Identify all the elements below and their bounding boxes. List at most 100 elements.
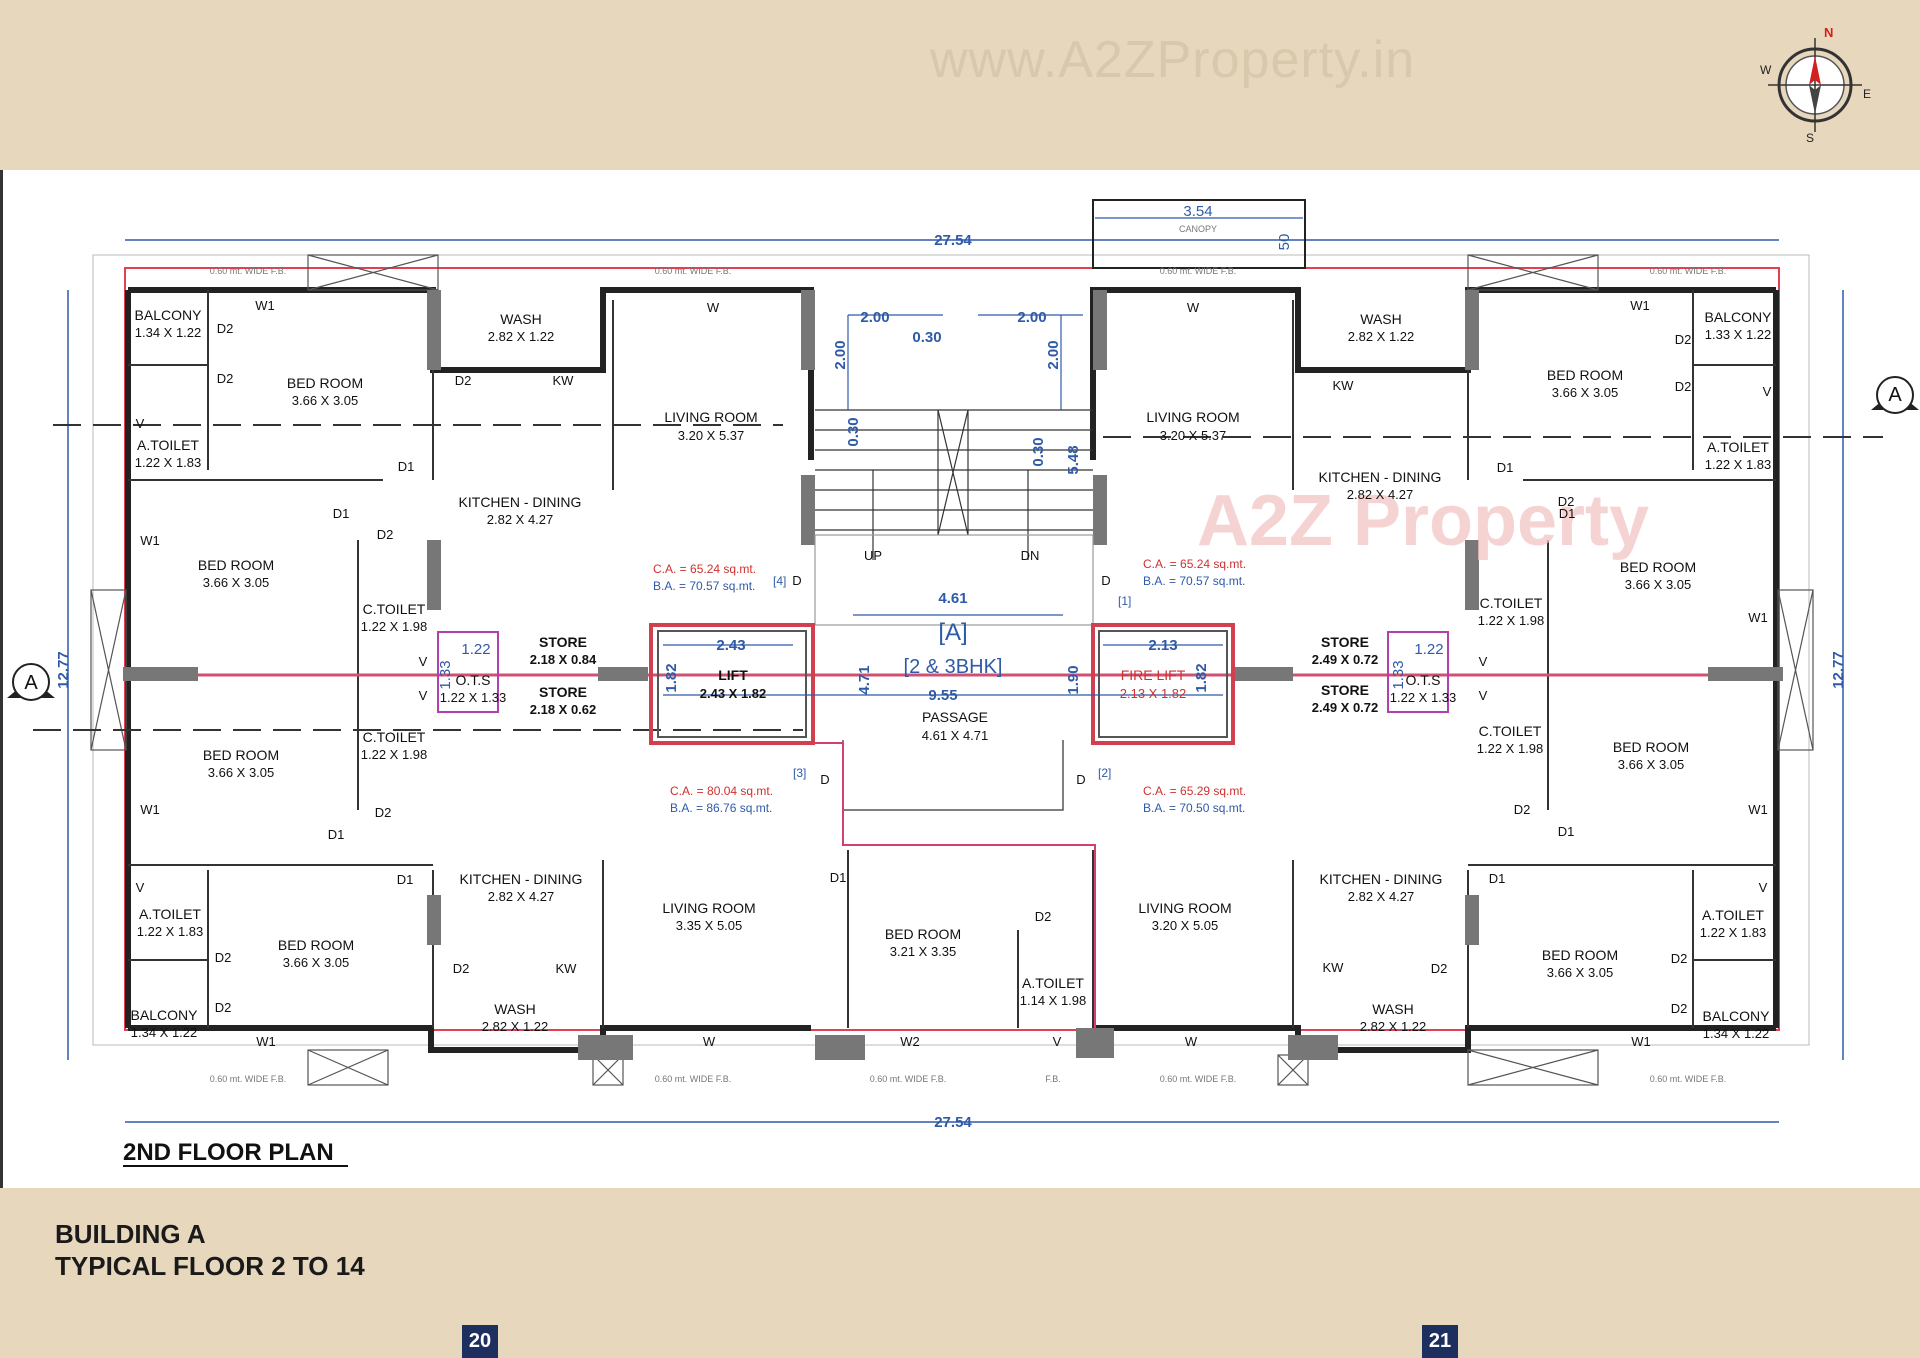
fb-label: 0.60 mt. WIDE F.B. [655, 266, 732, 276]
room-name: O.T.S [1405, 672, 1440, 688]
door-window-mark: V [1053, 1034, 1062, 1049]
door-window-mark: D2 [1035, 909, 1052, 924]
dim-ots-h-left: 1.33 [437, 660, 454, 689]
door-window-mark: W [1187, 300, 1200, 315]
room-size: 3.66 X 3.05 [292, 393, 359, 408]
room-name: KITCHEN - DINING [1320, 871, 1443, 887]
room-size: 2.82 X 1.22 [488, 329, 555, 344]
door-window-mark: D1 [398, 459, 415, 474]
room-size: 1.34 X 1.22 [1703, 1026, 1770, 1041]
room-size: 1.34 X 1.22 [131, 1025, 198, 1040]
room-size: 2.18 X 0.84 [530, 652, 597, 667]
room-size: 3.35 X 5.05 [676, 918, 743, 933]
door-window-mark: D2 [1675, 379, 1692, 394]
room-size: 2.49 X 0.72 [1312, 700, 1379, 715]
room-name: BALCONY [1703, 1008, 1771, 1024]
flat-tag: [3] [793, 766, 806, 780]
door-window-mark: V [136, 416, 145, 431]
flat-area-2: C.A. = 65.29 sq.mt. B.A. = 70.50 sq.mt. … [1098, 766, 1246, 815]
room-name: STORE [539, 684, 587, 700]
room-size: 1.14 X 1.98 [1020, 993, 1087, 1008]
floor-range: TYPICAL FLOOR 2 TO 14 [55, 1251, 365, 1281]
room-size: 2.82 X 1.22 [482, 1019, 549, 1034]
room-size: 3.66 X 3.05 [1552, 385, 1619, 400]
room-size: 1.22 X 1.98 [361, 619, 428, 634]
dim-passage-height: 4.71 [856, 665, 873, 694]
fire-lift-size: 2.13 X 1.82 [1120, 686, 1187, 701]
section-marker-left: A [7, 663, 55, 701]
stair-up-label: UP [864, 548, 882, 563]
room-size: 1.22 X 1.83 [137, 924, 204, 939]
flat-ba: B.A. = 70.57 sq.mt. [1143, 574, 1245, 588]
logo-watermark: A2Z Property [1197, 481, 1649, 561]
door-window-mark: D1 [1497, 460, 1514, 475]
room-name: BED ROOM [885, 926, 961, 942]
dim-overall-left: 12.77 [55, 651, 72, 689]
room-name: C.TOILET [1479, 723, 1542, 739]
door-window-mark: D [792, 573, 801, 588]
passage-size: 4.61 X 4.71 [922, 728, 989, 743]
walls [125, 287, 1779, 1053]
dim-fire-lift-width: 2.13 [1148, 637, 1177, 654]
room-name: BED ROOM [278, 937, 354, 953]
dim-stair-gap: 0.30 [912, 329, 941, 346]
lift-shaft [649, 623, 815, 745]
door-window-marks: W1 D2 D2 V D1 D2 KW W D1 D2 W1 V V D W1 … [136, 298, 1772, 1049]
dim-ots-h-right: 1.33 [1390, 660, 1407, 689]
dim-canopy: 3.54 [1183, 203, 1212, 220]
dim-overall-bottom: 27.54 [934, 1114, 972, 1131]
door-window-mark: D1 [333, 506, 350, 521]
door-window-mark: D2 [375, 805, 392, 820]
flat-ba: B.A. = 86.76 sq.mt. [670, 801, 772, 815]
door-window-mark: V [1763, 384, 1772, 399]
header-band: www.A2ZProperty.in N S E W [0, 0, 1920, 170]
door-window-mark: D2 [215, 950, 232, 965]
room-name: STORE [1321, 682, 1369, 698]
fb-short-label: F.B. [1045, 1074, 1061, 1084]
room-name: BED ROOM [1620, 559, 1696, 575]
room-size: 2.82 X 4.27 [1348, 889, 1415, 904]
room-size: 3.20 X 5.05 [1152, 918, 1219, 933]
dim-stair-h2: 2.00 [1045, 340, 1062, 369]
website-watermark: www.A2ZProperty.in [930, 31, 1416, 89]
lift-name: LIFT [718, 667, 748, 683]
door-window-mark: D1 [397, 872, 414, 887]
building-name: BUILDING A [55, 1219, 206, 1249]
room-name: WASH [494, 1001, 535, 1017]
door-window-mark: V [1759, 880, 1768, 895]
room-name: KITCHEN - DINING [459, 494, 582, 510]
door-window-mark: D2 [1671, 1001, 1688, 1016]
room-size: 3.66 X 3.05 [1618, 757, 1685, 772]
room-size: 1.33 X 1.22 [1705, 327, 1772, 342]
room-name: WASH [1372, 1001, 1413, 1017]
flat-ca: C.A. = 80.04 sq.mt. [670, 784, 773, 798]
dim-lobby-height: 1.90 [1065, 665, 1082, 694]
flat-ba: B.A. = 70.50 sq.mt. [1143, 801, 1245, 815]
door-window-mark: D1 [1559, 506, 1576, 521]
flat-area-1: C.A. = 65.24 sq.mt. B.A. = 70.57 sq.mt. … [1118, 557, 1246, 608]
room-size: 1.22 X 1.98 [1477, 741, 1544, 756]
page-number-right: 21 [1422, 1325, 1458, 1358]
door-window-mark: KW [1333, 378, 1355, 393]
flat-area-4: C.A. = 65.24 sq.mt. B.A. = 70.57 sq.mt. … [653, 562, 786, 593]
room-size: 1.22 X 1.83 [1700, 925, 1767, 940]
room-name: BALCONY [131, 1007, 199, 1023]
room-name: BALCONY [1705, 309, 1773, 325]
room-size: 3.66 X 3.05 [203, 575, 270, 590]
door-window-mark: V [1479, 688, 1488, 703]
building-outline [124, 267, 1780, 1031]
lift-size: 2.43 X 1.82 [700, 686, 767, 701]
room-size: 3.20 X 5.37 [1160, 428, 1227, 443]
flat-ca: C.A. = 65.29 sq.mt. [1143, 784, 1246, 798]
room-name: KITCHEN - DINING [1319, 469, 1442, 485]
room-name: O.T.S [455, 672, 490, 688]
ots-right [1387, 631, 1449, 713]
dim-fire-lift-height: 1.82 [1193, 663, 1210, 692]
room-name: A.TOILET [1022, 975, 1084, 991]
door-window-mark: W1 [256, 1034, 276, 1049]
room-name: LIVING ROOM [1138, 900, 1231, 916]
compass-south: S [1806, 131, 1814, 145]
canopy-label: CANOPY [1179, 224, 1217, 234]
door-window-mark: W [707, 300, 720, 315]
door-window-mark: D2 [1671, 951, 1688, 966]
